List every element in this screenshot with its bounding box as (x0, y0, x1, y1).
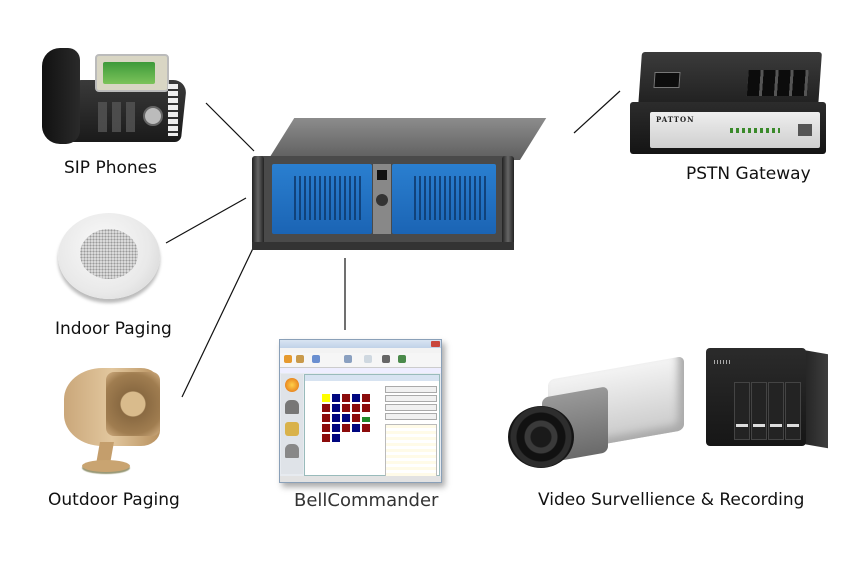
calendar-day-cell (331, 413, 341, 423)
calendar-day-cell (361, 393, 371, 403)
calendar-day-cell (361, 443, 371, 453)
calendar-day-cell (321, 423, 331, 433)
calendar-day-cell (321, 393, 331, 403)
calendar-day-cell (331, 433, 341, 443)
calendar-day-cell (341, 403, 351, 413)
calendar-day-cell (371, 403, 381, 413)
gateway-brand: PATTON (656, 115, 695, 124)
calendar-day-cell (321, 443, 331, 453)
calendar-day-cell (351, 433, 361, 443)
calendar-day-cell (331, 393, 341, 403)
calendar-day-cell (331, 403, 341, 413)
ip-camera-image (508, 356, 692, 474)
indoor-paging-label: Indoor Paging (55, 319, 172, 339)
calendar-day-cell (311, 393, 321, 403)
calendar-day-cell (361, 403, 371, 413)
edge-sip-phones (205, 102, 255, 152)
bellcommander-label: BellCommander (294, 490, 439, 511)
edge-indoor-paging (165, 197, 247, 244)
bellcommander-screenshot (279, 339, 442, 483)
calendar-day-cell (341, 393, 351, 403)
calendar-day-cell (351, 403, 361, 413)
calendar-day-cell (341, 433, 351, 443)
edge-pstn-gateway (573, 90, 621, 134)
calendar-day-cell (351, 393, 361, 403)
calendar-day-cell (341, 443, 351, 453)
calendar-day-cell (341, 423, 351, 433)
calendar-day-cell (321, 433, 331, 443)
calendar-grid (311, 393, 381, 463)
pstn-gateway-label: PSTN Gateway (686, 164, 811, 184)
sip-phone-image (40, 44, 188, 150)
sip-phones-label: SIP Phones (64, 158, 157, 178)
calendar-day-cell (311, 443, 321, 453)
calendar-day-cell (331, 423, 341, 433)
calendar-day-cell (371, 443, 381, 453)
calendar-day-cell (371, 393, 381, 403)
server-image (246, 118, 547, 258)
calendar-day-cell (331, 443, 341, 453)
nvr-recorder-image (706, 348, 830, 452)
calendar-day-cell (321, 413, 331, 423)
indoor-speaker-image (58, 213, 162, 305)
calendar-day-cell (371, 423, 381, 433)
calendar-day-cell (311, 413, 321, 423)
calendar-day-cell (361, 423, 371, 433)
calendar-day-cell (361, 413, 371, 423)
calendar-day-cell (311, 403, 321, 413)
outdoor-horn-image (60, 362, 166, 480)
calendar-day-cell (361, 433, 371, 443)
edge-outdoor-paging (181, 239, 258, 398)
calendar-day-cell (371, 433, 381, 443)
calendar-day-cell (321, 403, 331, 413)
calendar-day-cell (351, 413, 361, 423)
calendar-day-cell (341, 413, 351, 423)
calendar-day-cell (371, 413, 381, 423)
calendar-day-cell (311, 423, 321, 433)
outdoor-paging-label: Outdoor Paging (48, 490, 180, 510)
calendar-day-cell (351, 423, 361, 433)
pstn-gateway-image: PATTON (628, 52, 830, 156)
video-surveillance-label: Video Survellience & Recording (538, 490, 805, 510)
calendar-day-cell (351, 443, 361, 453)
calendar-day-cell (311, 433, 321, 443)
